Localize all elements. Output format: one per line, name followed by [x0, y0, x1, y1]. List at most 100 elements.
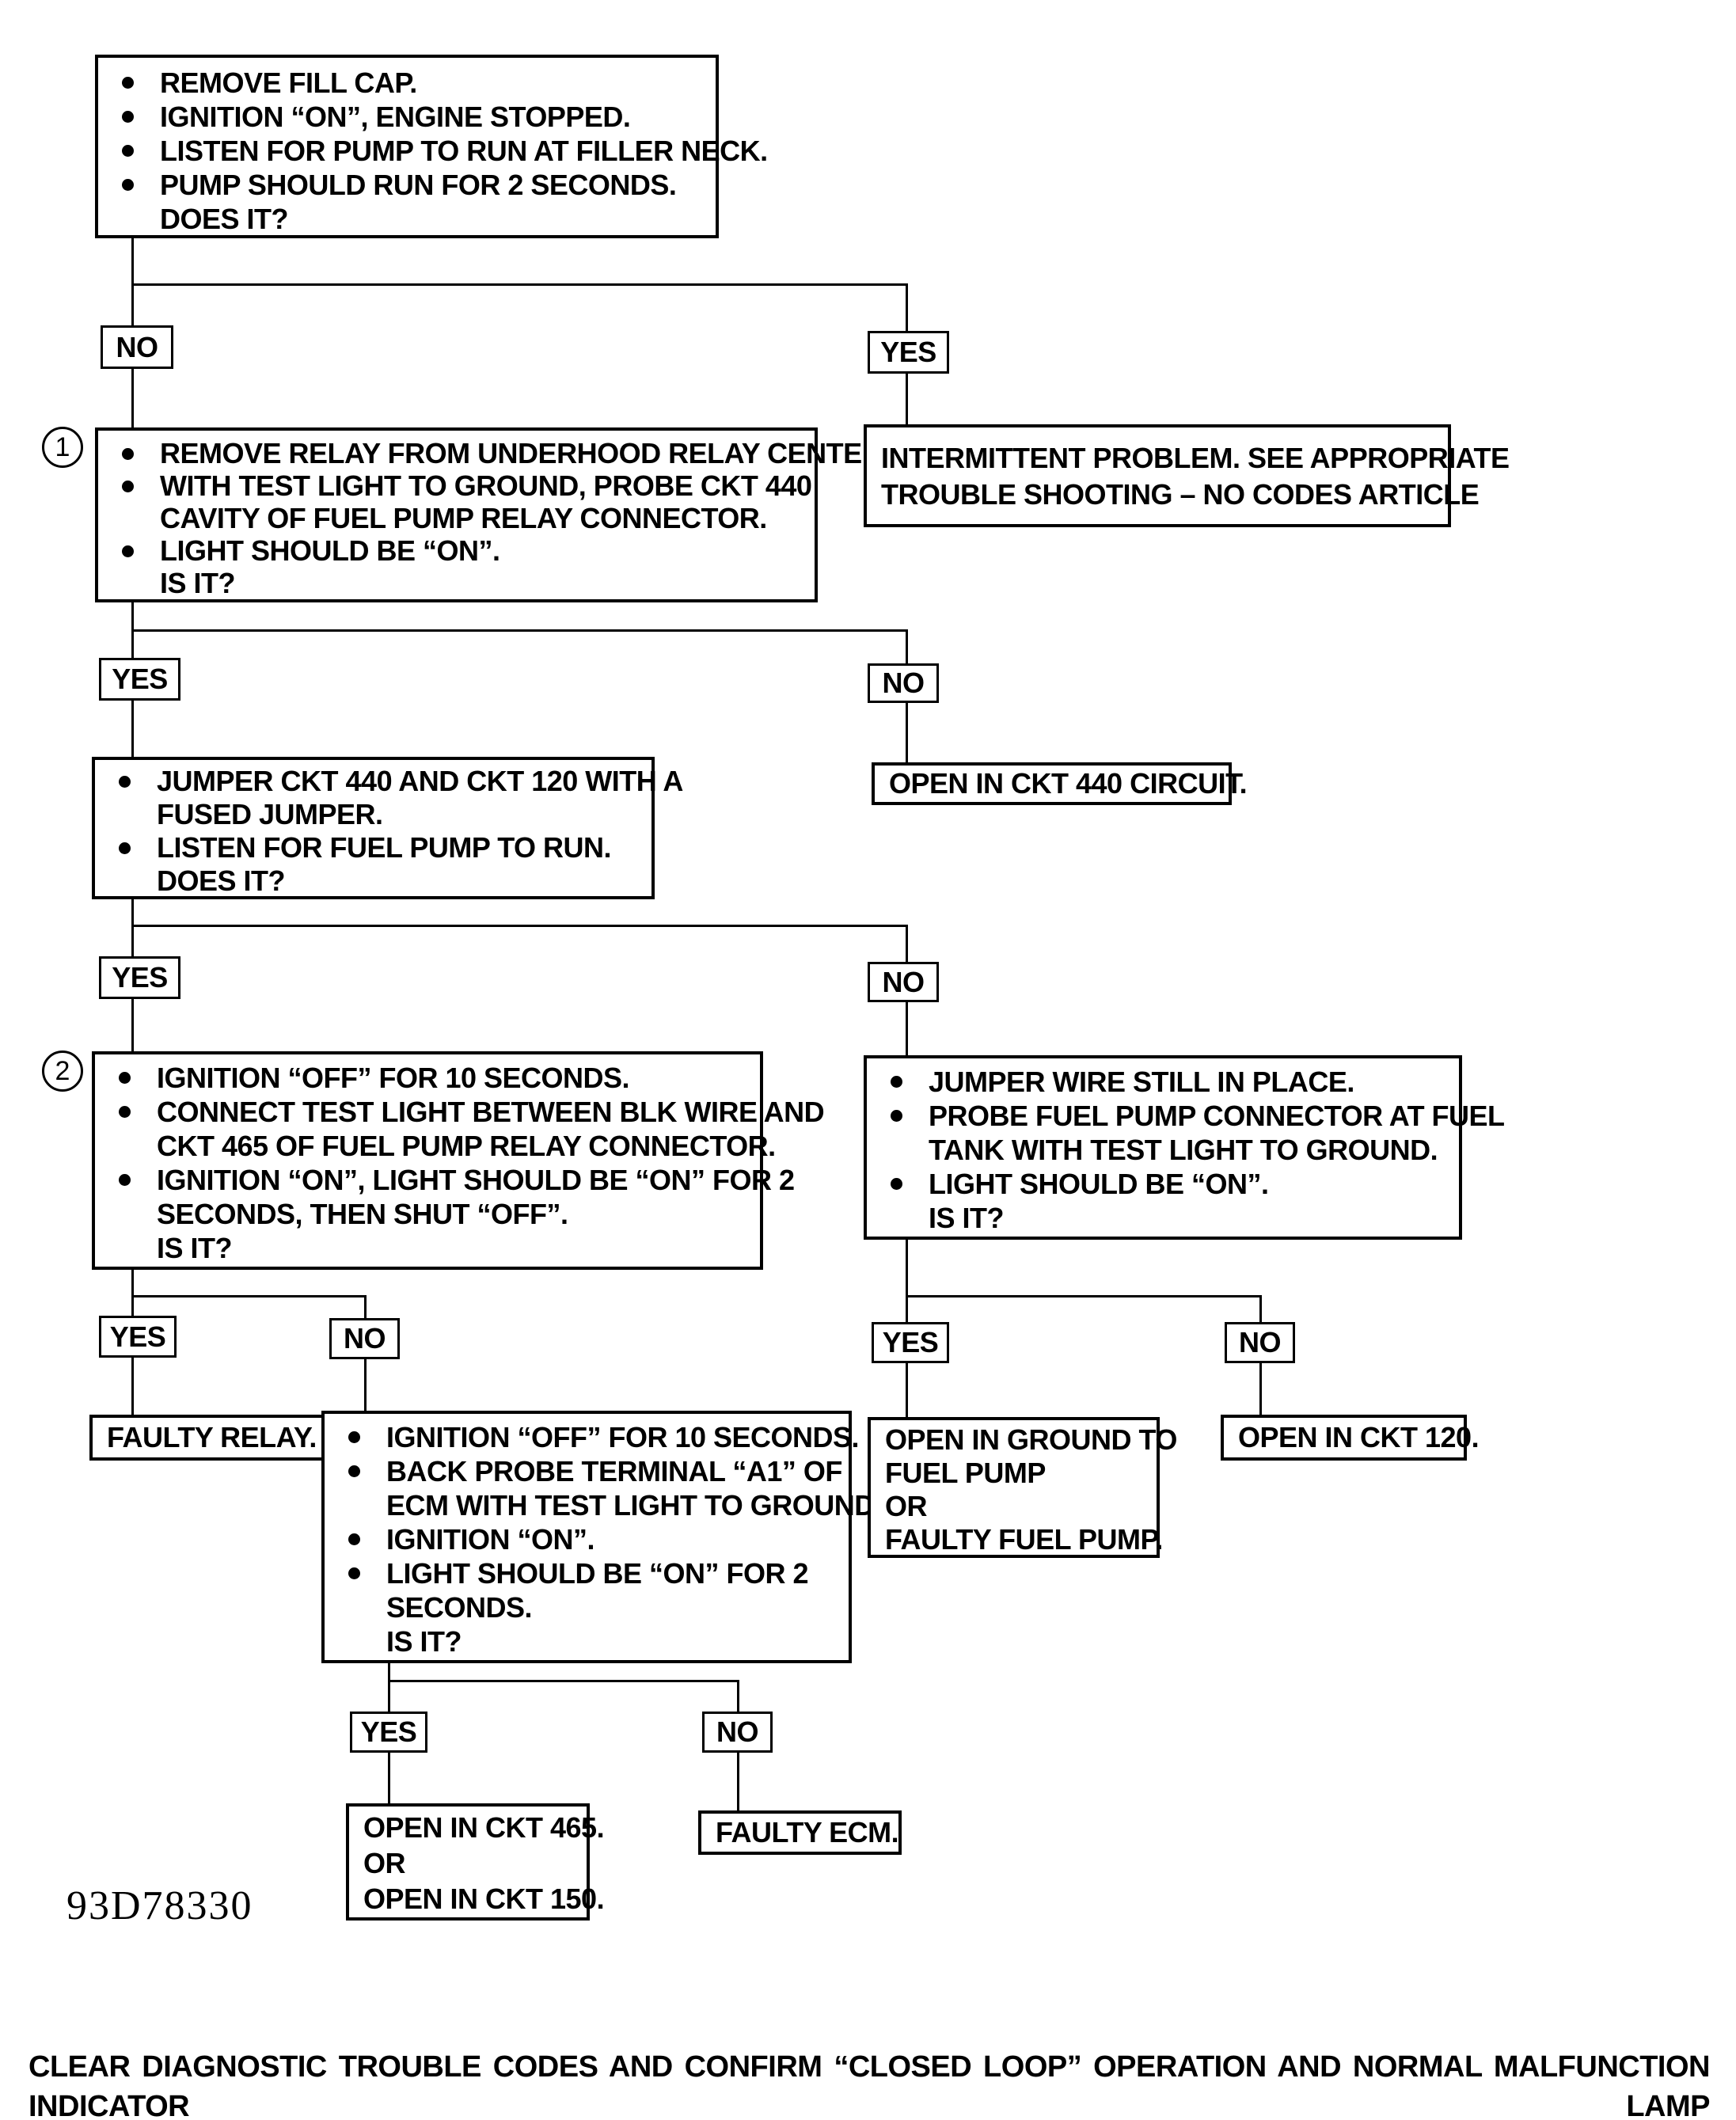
node-ignition-off-relay-line: IGNITION “OFF” FOR 10 SECONDS. [157, 1062, 630, 1094]
connector [388, 1680, 739, 1682]
bullet-icon [891, 1110, 902, 1122]
connector [906, 1002, 908, 1055]
node-ignition-off-ecm-line: BACK PROBE TERMINAL “A1” OF [386, 1455, 842, 1487]
connector [906, 371, 908, 424]
connector [388, 1662, 390, 1712]
bullet-icon [122, 448, 134, 460]
node-open-ground-line: OPEN IN GROUND TO [885, 1423, 1177, 1456]
node-intermittent-line: TROUBLE SHOOTING – NO CODES ARTICLE [881, 478, 1480, 511]
connector [737, 1752, 739, 1810]
node-ignition-off-relay: IGNITION “OFF” FOR 10 SECONDS. CONNECT T… [92, 1051, 825, 1270]
node-open-ground-line: FAULTY FUEL PUMP. [885, 1523, 1163, 1556]
node-jumper-wire-question: IS IT? [929, 1202, 1005, 1234]
node-jumper-wire-line: PROBE FUEL PUMP CONNECTOR AT FUEL [929, 1100, 1505, 1132]
connector [131, 1356, 134, 1415]
connector [906, 283, 908, 331]
connector [364, 1359, 367, 1411]
connector [906, 925, 908, 962]
connector [131, 369, 134, 427]
node-open-ckt120: OPEN IN CKT 120. [1221, 1415, 1480, 1461]
node-intermittent-line: INTERMITTENT PROBLEM. SEE APPROPRIATE [881, 442, 1510, 474]
node-ignition-off-ecm-question: IS IT? [386, 1625, 462, 1658]
node-start-line: PUMP SHOULD RUN FOR 2 SECONDS. [160, 169, 677, 201]
bullet-icon [122, 145, 134, 157]
label-no-3: NO [868, 962, 939, 1002]
node-ignition-off-ecm-line: IGNITION “OFF” FOR 10 SECONDS. [386, 1421, 860, 1453]
connector [1259, 1363, 1262, 1415]
footer-text: CLEAR DIAGNOSTIC TROUBLE CODES AND CONFI… [28, 2047, 1711, 2120]
node-jumper-line: FUSED JUMPER. [157, 798, 383, 830]
node-ignition-off-relay-question: IS IT? [157, 1232, 233, 1264]
node-jumper-wire-line: TANK WITH TEST LIGHT TO GROUND. [929, 1134, 1438, 1166]
node-open-ckt465-line: OPEN IN CKT 465. [363, 1811, 605, 1844]
node-ignition-off-relay-line: IGNITION “ON”, LIGHT SHOULD BE “ON” FOR … [157, 1164, 795, 1196]
node-open-ckt465: OPEN IN CKT 465. OR OPEN IN CKT 150. [346, 1803, 605, 1921]
node-faulty-ecm: FAULTY ECM. [698, 1810, 902, 1855]
connector [131, 925, 908, 927]
node-open-ckt120-line: OPEN IN CKT 120. [1238, 1421, 1480, 1453]
bullet-icon [119, 1106, 131, 1118]
bullet-icon [119, 776, 131, 788]
bullet-icon [891, 1178, 902, 1190]
connector [737, 1680, 739, 1712]
bullet-icon [122, 545, 134, 557]
node-start-line: LISTEN FOR PUMP TO RUN AT FILLER NECK. [160, 135, 768, 167]
node-open-ckt440-line: OPEN IN CKT 440 CIRCUIT. [889, 767, 1248, 800]
connector [906, 1363, 908, 1417]
node-open-ground-line: FUEL PUMP [885, 1457, 1046, 1489]
node-intermittent: INTERMITTENT PROBLEM. SEE APPROPRIATE TR… [864, 424, 1510, 527]
node-faulty-relay-line: FAULTY RELAY. [107, 1421, 317, 1453]
label-yes-1: YES [868, 331, 949, 374]
step-marker-2: 2 [42, 1051, 83, 1092]
node-ignition-off-relay-line: CONNECT TEST LIGHT BETWEEN BLK WIRE AND [157, 1096, 825, 1128]
connector [906, 629, 908, 663]
label-no-1: NO [101, 325, 173, 369]
connector [131, 283, 908, 286]
node-open-ground-line: OR [885, 1490, 928, 1522]
node-open-ckt465-line: OPEN IN CKT 150. [363, 1883, 605, 1915]
connector [131, 629, 908, 632]
node-ignition-off-ecm-line: LIGHT SHOULD BE “ON” FOR 2 [386, 1557, 809, 1590]
node-jumper-wire-line: JUMPER WIRE STILL IN PLACE. [929, 1066, 1354, 1098]
connector [131, 1268, 134, 1316]
bullet-icon [122, 77, 134, 89]
connector [388, 1752, 390, 1803]
label-no-6: NO [702, 1712, 773, 1753]
label-yes-3: YES [99, 956, 180, 999]
node-ignition-off-relay-line: CKT 465 OF FUEL PUMP RELAY CONNECTOR. [157, 1130, 776, 1162]
node-start-line: REMOVE FILL CAP. [160, 66, 417, 99]
connector [906, 1295, 1262, 1297]
connector [131, 899, 134, 956]
bullet-icon [348, 1533, 360, 1545]
node-probe-ckt440-line: CAVITY OF FUEL PUMP RELAY CONNECTOR. [160, 502, 767, 534]
node-open-ckt465-line: OR [363, 1847, 406, 1879]
bullet-icon [119, 842, 131, 854]
connector [906, 703, 908, 762]
bullet-icon [122, 111, 134, 123]
figure-code: 93D78330 [66, 1883, 253, 1928]
node-jumper-wire-in-place: JUMPER WIRE STILL IN PLACE. PROBE FUEL P… [864, 1055, 1505, 1240]
bullet-icon [122, 179, 134, 191]
label-no-4: NO [329, 1318, 400, 1359]
node-ignition-off-ecm: IGNITION “OFF” FOR 10 SECONDS. BACK PROB… [321, 1411, 883, 1663]
label-yes-5: YES [872, 1322, 949, 1363]
node-probe-ckt440-line: LIGHT SHOULD BE “ON”. [160, 534, 500, 567]
connector [364, 1295, 367, 1318]
connector [131, 238, 134, 325]
footer-line-1: CLEAR DIAGNOSTIC TROUBLE CODES AND CONFI… [28, 2050, 1711, 2120]
bullet-icon [122, 481, 134, 492]
bullet-icon [891, 1076, 902, 1088]
node-jumper-ckt440-120: JUMPER CKT 440 AND CKT 120 WITH A FUSED … [92, 757, 683, 899]
node-ignition-off-ecm-line: SECONDS. [386, 1591, 533, 1624]
bullet-icon [119, 1174, 131, 1186]
node-probe-ckt440-question: IS IT? [160, 567, 236, 599]
node-ignition-off-relay-line: SECONDS, THEN SHUT “OFF”. [157, 1198, 568, 1230]
node-jumper-wire-line: LIGHT SHOULD BE “ON”. [929, 1168, 1269, 1200]
bullet-icon [348, 1465, 360, 1477]
node-jumper-line: LISTEN FOR FUEL PUMP TO RUN. [157, 831, 612, 864]
label-no-2: NO [868, 663, 939, 703]
connector [131, 699, 134, 757]
node-ignition-off-ecm-line: IGNITION “ON”. [386, 1523, 595, 1556]
node-probe-ckt440-line: REMOVE RELAY FROM UNDERHOOD RELAY CENTER… [160, 437, 890, 469]
